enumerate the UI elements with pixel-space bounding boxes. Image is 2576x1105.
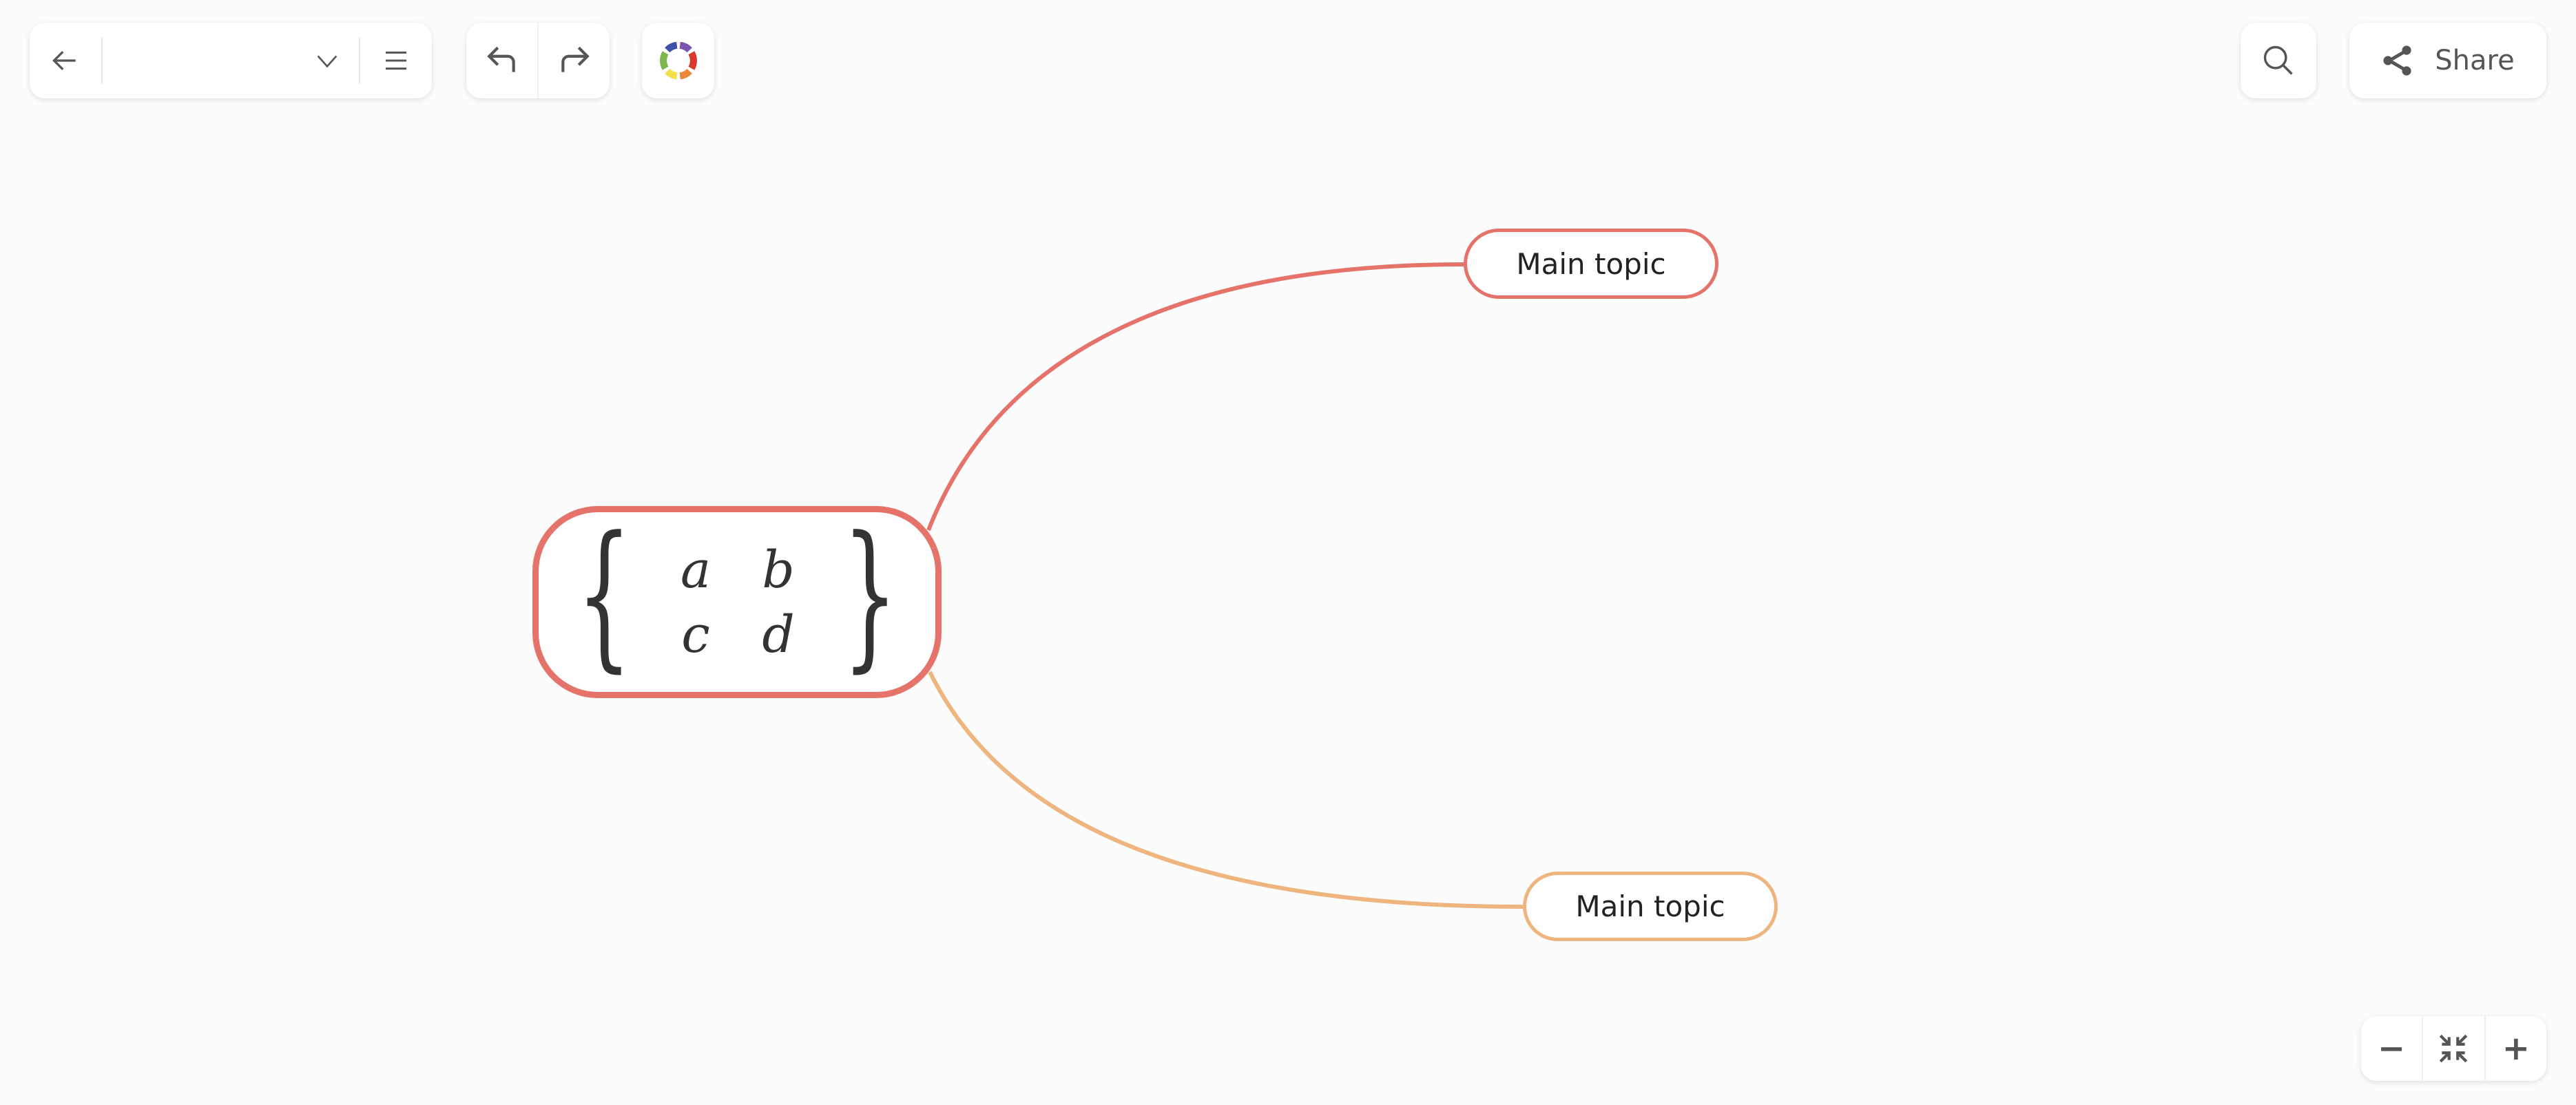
divider bbox=[537, 23, 539, 98]
search-icon bbox=[2263, 45, 2293, 75]
matrix-formula: { a b c d } bbox=[554, 516, 921, 675]
divider bbox=[2484, 1016, 2486, 1081]
share-label: Share bbox=[2435, 45, 2515, 76]
matrix-cell: a bbox=[680, 540, 711, 600]
matrix-cell: d bbox=[762, 604, 795, 664]
zoom-out-button[interactable]: − bbox=[2361, 1016, 2422, 1081]
search-button[interactable] bbox=[2241, 23, 2316, 98]
matrix-cell: b bbox=[762, 540, 795, 600]
share-button[interactable]: Share bbox=[2349, 23, 2546, 98]
right-brace: } bbox=[842, 503, 898, 687]
zoom-out-label: − bbox=[2378, 1029, 2406, 1068]
menu-icon bbox=[386, 51, 406, 70]
fit-view-button[interactable] bbox=[2423, 1016, 2484, 1081]
matrix-cell: c bbox=[681, 604, 710, 664]
central-topic[interactable]: { a b c d } bbox=[532, 506, 942, 698]
zoom-in-label: + bbox=[2502, 1029, 2530, 1068]
main-topic-1[interactable]: Main topic bbox=[1464, 229, 1718, 299]
connector-topic-2 bbox=[928, 671, 1524, 909]
share-icon bbox=[2383, 45, 2411, 76]
connector-topic-1 bbox=[926, 262, 1464, 532]
divider bbox=[2422, 1016, 2424, 1081]
divider bbox=[101, 38, 103, 83]
divider bbox=[359, 38, 360, 83]
left-brace: { bbox=[576, 503, 632, 687]
back-button[interactable] bbox=[30, 23, 101, 98]
main-topic-2[interactable]: Main topic bbox=[1523, 872, 1778, 941]
topic-label: Main topic bbox=[1516, 246, 1666, 281]
title-dropdown[interactable] bbox=[103, 23, 359, 98]
topic-label: Main topic bbox=[1575, 890, 1725, 923]
undo-button[interactable] bbox=[466, 23, 537, 98]
file-toolbar bbox=[30, 23, 432, 98]
zoom-controls: − + bbox=[2361, 1016, 2546, 1081]
history-toolbar bbox=[466, 23, 610, 98]
zoom-in-button[interactable]: + bbox=[2486, 1016, 2546, 1081]
theme-button[interactable] bbox=[642, 23, 714, 98]
arrow-left-icon bbox=[52, 50, 76, 71]
menu-button[interactable] bbox=[360, 23, 432, 98]
redo-button[interactable] bbox=[539, 23, 610, 98]
redo-icon bbox=[561, 46, 590, 72]
color-palette-icon bbox=[659, 42, 697, 79]
chevron-down-icon bbox=[317, 55, 337, 68]
undo-icon bbox=[486, 46, 515, 72]
fit-icon bbox=[2440, 1034, 2468, 1063]
